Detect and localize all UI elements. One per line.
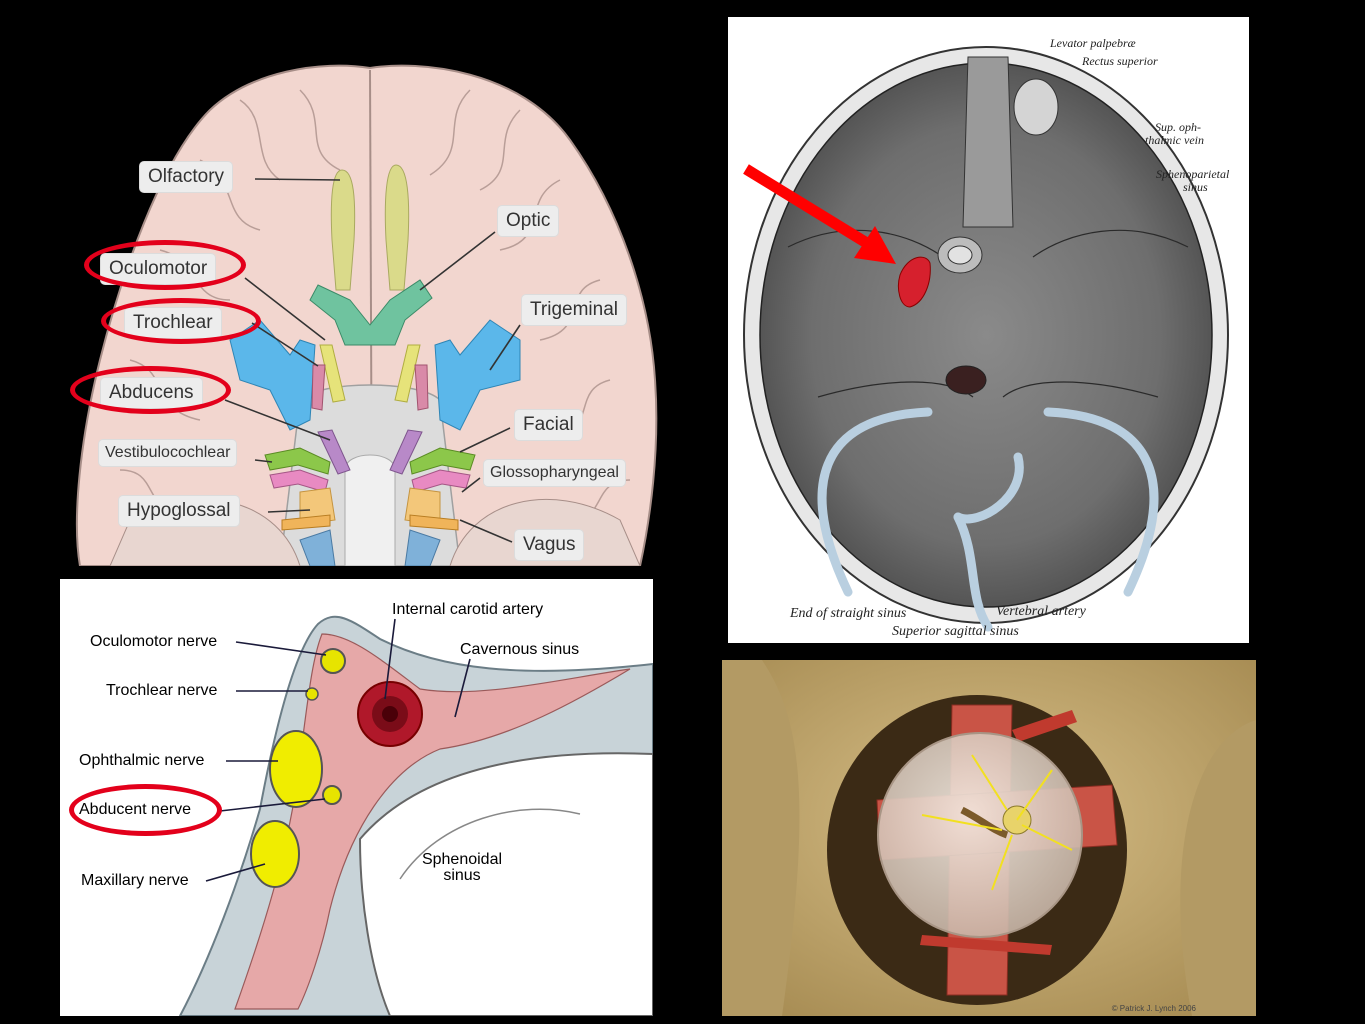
- label-trochlear-nerve: Trochlear nerve: [106, 682, 218, 699]
- label-trigeminal: Trigeminal: [522, 295, 626, 325]
- highlight-ring-oculomotor: [84, 240, 246, 290]
- cavernous-sinus-region: [234, 633, 631, 1010]
- olfactory-right: [384, 164, 410, 291]
- abducent-nerve-shape: [322, 785, 342, 805]
- pointer-arrow-shaft: [743, 164, 873, 250]
- skull-base-illustration: [743, 46, 1229, 632]
- olfactory-left: [330, 169, 356, 291]
- brain-cranial-nerves-panel: Olfactory Optic Oculomotor Trochlear Tri…: [0, 0, 660, 566]
- label-sphenoidal-1: Sphenoidal: [421, 851, 503, 868]
- abducens-right: [389, 429, 423, 475]
- label-hypoglossal: Hypoglossal: [119, 496, 239, 526]
- pointer-arrow-head: [854, 226, 896, 264]
- crista-region: [962, 56, 1014, 228]
- facial-left: [264, 447, 331, 475]
- orbit-illustration: [722, 660, 1256, 1016]
- label-end-straight-sinus: End of straight sinus: [790, 606, 907, 621]
- trochlear-nerve-shape: [305, 687, 319, 701]
- label-vestibulocochlear: Vestibulocochlear: [99, 440, 237, 466]
- oculomotor-nerve-shape: [320, 648, 346, 674]
- trigeminal-right: [434, 319, 521, 431]
- hypoglossal-left: [299, 529, 336, 566]
- dural-sinuses: [817, 407, 1159, 632]
- label-internal-carotid: Internal carotid artery: [392, 601, 544, 618]
- label-maxillary-nerve: Maxillary nerve: [81, 872, 189, 889]
- abducens-left: [317, 429, 351, 475]
- nerve-branches: [921, 754, 1073, 891]
- leader-lines: [224, 178, 521, 543]
- vagus-left: [281, 514, 331, 531]
- label-cavernous-sinus: Cavernous sinus: [460, 641, 580, 658]
- eyeball: [1013, 78, 1059, 136]
- eyeball-globe: [877, 732, 1083, 938]
- label-optic: Optic: [498, 206, 559, 236]
- medulla: [344, 454, 396, 566]
- label-sphenoparietal-2: sinus: [1183, 180, 1208, 194]
- label-oculomotor-nerve: Oculomotor nerve: [90, 633, 218, 650]
- inferior-oblique: [920, 935, 1052, 955]
- trochlear-left: [311, 364, 326, 411]
- skull-base-panel: Levator palpebræ Rectus superior Sup. op…: [728, 17, 1249, 643]
- sinus-leader-lines: [205, 618, 471, 882]
- label-ophthalmic-nerve: Ophthalmic nerve: [79, 752, 205, 769]
- label-olfactory: Olfactory: [140, 162, 233, 192]
- facial-right: [409, 447, 476, 475]
- label-vagus: Vagus: [515, 530, 584, 560]
- cavernous-sinus-panel: Internal carotid artery Oculomotor nerve…: [60, 579, 653, 1016]
- label-sphenoidal-2: sinus: [443, 867, 481, 884]
- oculomotor-left: [319, 344, 346, 403]
- trochlear-right: [414, 364, 429, 411]
- optic-chiasm: [309, 279, 433, 346]
- hypoglossal-right: [404, 529, 441, 566]
- maxillary-nerve-shape: [250, 820, 300, 888]
- vagus-right: [409, 514, 459, 531]
- sphenoidal-sinus-cavity: [358, 752, 653, 1016]
- orbit-panel: © Patrick J. Lynch 2006: [722, 660, 1256, 1016]
- label-rectus-superior: Rectus superior: [1082, 54, 1158, 68]
- label-glossopharyngeal: Glossopharyngeal: [484, 460, 625, 486]
- label-levator: Levator palpebræ: [1050, 36, 1136, 50]
- label-vertebral-artery: Vertebral artery: [996, 604, 1086, 619]
- label-sup-oph-2: thalmic vein: [1145, 133, 1204, 147]
- superior-oblique: [1012, 710, 1077, 742]
- label-facial: Facial: [515, 410, 582, 440]
- pituitary: [947, 245, 973, 265]
- label-sup-oph-1: Sup. oph-: [1155, 120, 1201, 134]
- cavernous-sinus-illustration: [178, 615, 653, 1016]
- foramen-magnum: [945, 365, 987, 395]
- cavernous-sinus-highlight: [897, 256, 931, 308]
- label-superior-sagittal-sinus: Superior sagittal sinus: [892, 624, 1019, 639]
- highlight-ring-trochlear: [101, 298, 261, 344]
- label-sphenoparietal-1: Sphenoparietal: [1156, 167, 1230, 181]
- copyright-notice: © Patrick J. Lynch 2006: [1111, 1004, 1196, 1013]
- highlight-ring-abducens: [70, 366, 231, 414]
- highlight-ring-abducent: [69, 784, 222, 836]
- oculomotor-right: [394, 344, 421, 403]
- ophthalmic-nerve-shape: [269, 730, 323, 808]
